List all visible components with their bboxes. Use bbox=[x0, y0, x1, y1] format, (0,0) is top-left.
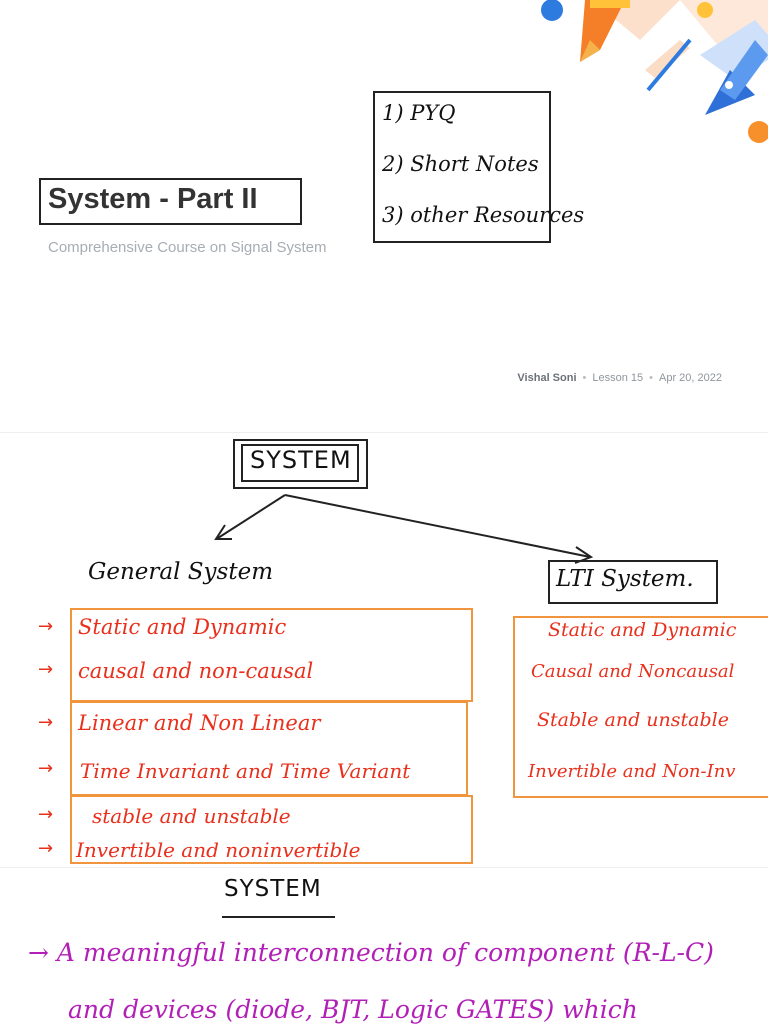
lesson-number: Lesson 15 bbox=[592, 372, 644, 384]
general-group-box-3 bbox=[70, 795, 473, 864]
arrow-icon: → bbox=[38, 838, 54, 859]
general-item: Static and Dynamic bbox=[78, 615, 287, 639]
lesson-meta: Vishal Soni•Lesson 15•Apr 20, 2022 bbox=[517, 372, 722, 384]
topic-item: 1) PYQ bbox=[382, 101, 456, 125]
arrow-icon: → bbox=[38, 758, 54, 779]
slide-system-definition: SYSTEM → A meaningful interconnection of… bbox=[0, 867, 768, 1025]
lti-group-box bbox=[513, 616, 768, 798]
general-item: Time Invariant and Time Variant bbox=[80, 759, 411, 783]
author-name: Vishal Soni bbox=[517, 372, 577, 384]
general-item: stable and unstable bbox=[92, 804, 291, 828]
general-item: Linear and Non Linear bbox=[78, 711, 321, 735]
lti-system-label: LTI System. bbox=[556, 566, 694, 592]
lti-item: Stable and unstable bbox=[537, 709, 729, 731]
general-item: Invertible and noninvertible bbox=[76, 838, 361, 862]
title-box bbox=[39, 178, 302, 225]
system-root-box-inner bbox=[241, 444, 359, 482]
slide-system-classification: SYSTEM General System LTI System. → → → … bbox=[0, 432, 768, 866]
lti-item: Invertible and Non-Inv bbox=[528, 761, 736, 782]
topic-item: 3) other Resources bbox=[382, 203, 585, 227]
lti-item: Static and Dynamic bbox=[548, 619, 737, 641]
definition-heading: SYSTEM bbox=[224, 876, 322, 902]
definition-line: and devices (diode, BJT, Logic GATES) wh… bbox=[68, 995, 638, 1024]
slide-title: 1) PYQ 2) Short Notes 3) other Resources… bbox=[0, 0, 768, 430]
definition-line: → A meaningful interconnection of compon… bbox=[28, 938, 714, 967]
arrow-icon: → bbox=[38, 659, 54, 680]
page-subtitle: Comprehensive Course on Signal System bbox=[48, 239, 327, 256]
topics-box bbox=[373, 91, 551, 243]
arrow-icon: → bbox=[38, 712, 54, 733]
lesson-date: Apr 20, 2022 bbox=[659, 372, 722, 384]
lti-system-box bbox=[548, 560, 718, 604]
topic-item: 2) Short Notes bbox=[382, 152, 539, 176]
general-system-label: General System bbox=[88, 559, 273, 585]
page-title: System - Part II bbox=[48, 183, 258, 215]
heading-underline bbox=[222, 916, 335, 918]
pencil-pen-decoration bbox=[541, 0, 768, 143]
lti-item: Causal and Noncausal bbox=[531, 661, 735, 682]
arrow-icon: → bbox=[38, 804, 54, 825]
system-root-label: SYSTEM bbox=[250, 446, 352, 474]
tree-arrows bbox=[214, 494, 594, 564]
system-root-box-outer bbox=[233, 439, 368, 489]
arrow-icon: → bbox=[38, 616, 54, 637]
general-item: causal and non-causal bbox=[78, 659, 314, 683]
